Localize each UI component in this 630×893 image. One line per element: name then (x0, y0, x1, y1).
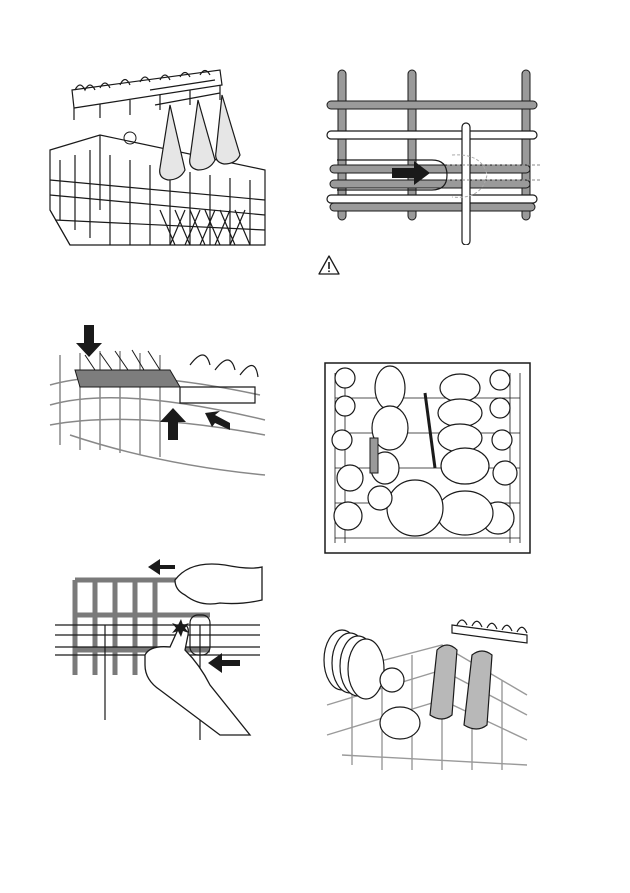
tumbler-icon (430, 645, 492, 729)
figure-tine-fold-down (40, 325, 270, 485)
arrow-up-icon (160, 408, 186, 440)
glasses-rack-illustration (322, 605, 532, 775)
hand-release-illustration (50, 555, 270, 740)
figure-loaded-upper-basket (320, 358, 540, 558)
figure-glass-holder-rack (40, 60, 270, 255)
warning-note (318, 255, 340, 275)
bowl-icon (368, 480, 443, 536)
arrow-down-icon (76, 325, 102, 357)
plate-icon (324, 630, 384, 699)
warning-triangle-icon (318, 255, 340, 275)
tine-fold-illustration (40, 325, 270, 485)
figure-tine-release-hand (50, 555, 270, 740)
wine-glass-icon (160, 95, 240, 180)
arrow-left-icon (148, 559, 175, 575)
arrow-left-icon (208, 653, 240, 673)
rack-slide-illustration (322, 65, 547, 245)
loaded-basket-illustration (320, 358, 540, 558)
glass-holder-illustration (40, 60, 270, 255)
figure-rack-tine-slide (322, 65, 547, 245)
figure-glasses-on-rack (322, 605, 532, 775)
